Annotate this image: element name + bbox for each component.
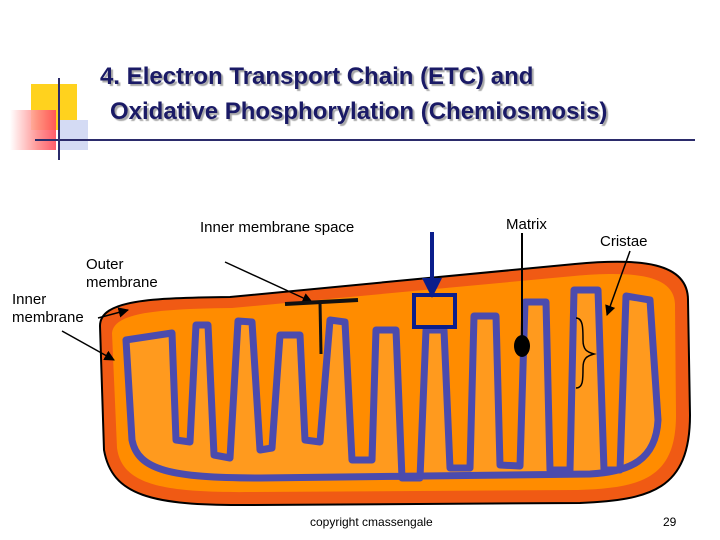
outer-membrane-pointer <box>97 307 130 319</box>
decor-red-square <box>10 110 56 150</box>
label-cristae: Cristae <box>600 233 648 250</box>
label-outer-membrane: Outer membrane <box>86 256 158 291</box>
page-number: 29 <box>663 515 677 529</box>
slide-title-line-2: Oxidative Phosphorylation (Chemiosmosis) <box>110 98 608 125</box>
blue-box <box>412 293 457 329</box>
label-inner-membrane: Inner membrane <box>12 291 84 326</box>
cristae-brace <box>575 317 597 389</box>
matrix-marker-dot <box>514 335 530 357</box>
cristae-pointer <box>605 250 631 316</box>
footer-copyright: copyright cmassengale <box>310 515 433 529</box>
title-underline <box>35 139 695 141</box>
label-inner-membrane-space: Inner membrane space <box>200 219 355 236</box>
decor-blue-square <box>58 120 88 150</box>
slide-title-line-1: 4. Electron Transport Chain (ETC) and <box>100 63 534 90</box>
decor-vertical-rule <box>58 78 60 160</box>
inner-membrane-pointer <box>61 330 115 361</box>
membrane-tbar-stem <box>318 301 323 355</box>
inner-membrane-space-pointer <box>224 261 313 303</box>
label-matrix: Matrix <box>506 216 547 233</box>
